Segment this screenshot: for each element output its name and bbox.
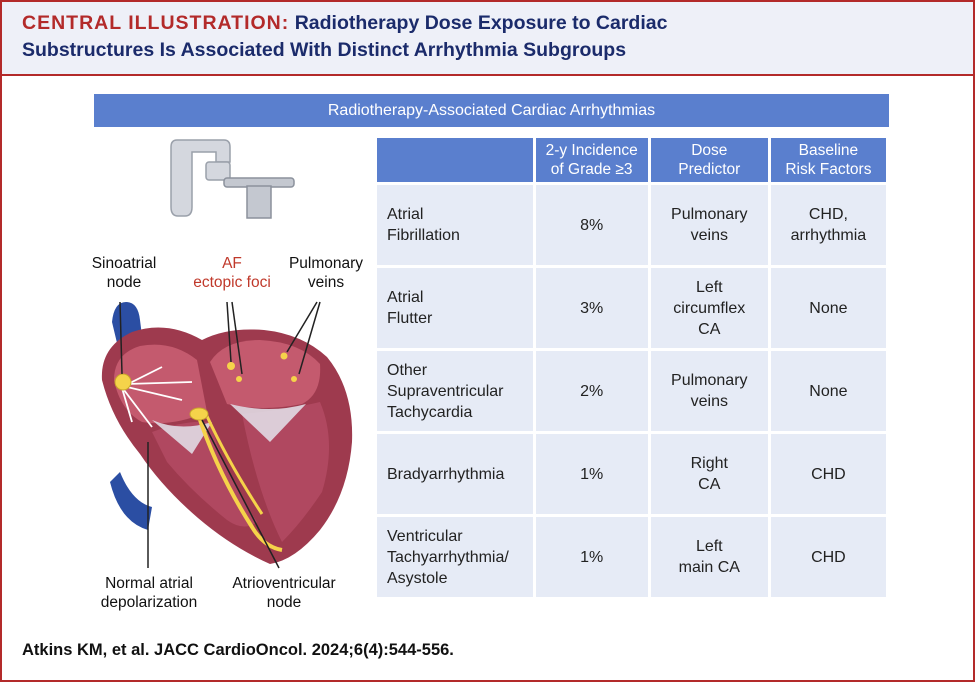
risk-cell: CHD (770, 517, 886, 597)
incidence-cell: 2% (535, 351, 648, 431)
table-banner: Radiotherapy-Associated Cardiac Arrhythm… (94, 94, 889, 127)
citation: Atkins KM, et al. JACC CardioOncol. 2024… (22, 641, 454, 659)
pulmonary-veins-label: Pulmonary veins (288, 255, 364, 291)
normal-depolarization-label: Normal atrial depolarization (100, 575, 198, 611)
heart-illustration (101, 139, 353, 569)
leader-lines (119, 301, 321, 569)
arrhythmia-cell: Bradyarrhythmia (377, 434, 533, 514)
header-divider (2, 74, 973, 76)
sinoatrial-node-label: Sinoatrial node (91, 255, 157, 291)
incidence-cell: 1% (535, 517, 648, 597)
risk-cell: CHD (770, 434, 886, 514)
header-label: CENTRAL ILLUSTRATION: (22, 12, 290, 34)
incidence-cell: 3% (535, 268, 648, 348)
risk-cell: CHD,arrhythmia (770, 185, 886, 265)
risk-cell: None (770, 268, 886, 348)
risk-cell: None (770, 351, 886, 431)
page-title: CENTRAL ILLUSTRATION: Radiotherapy Dose … (22, 10, 952, 64)
header-arrhythmia (377, 138, 533, 182)
incidence-cell: 8% (535, 185, 648, 265)
af-ectopic-foci-label: AF ectopic foci (193, 255, 271, 291)
header: CENTRAL ILLUSTRATION: Radiotherapy Dose … (2, 2, 973, 74)
radiotherapy-machine-icon (170, 139, 295, 219)
title-line-1: Radiotherapy Dose Exposure to Cardiac (294, 12, 668, 34)
title-line-2: Substructures Is Associated With Distinc… (22, 39, 627, 61)
incidence-cell: 1% (535, 434, 648, 514)
av-node-label: Atrioventricular node (232, 575, 336, 611)
heart-icon (101, 302, 353, 564)
